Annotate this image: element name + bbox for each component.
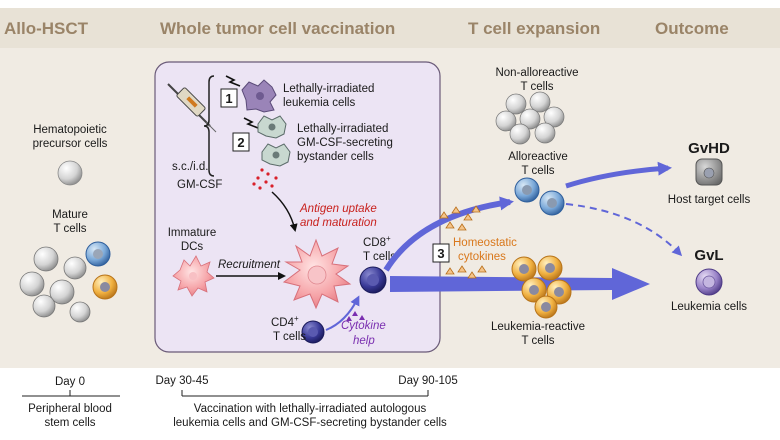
day30-label: Day 30-45 bbox=[155, 375, 208, 387]
cd4-label-2: T cells bbox=[273, 331, 306, 343]
leuk-reactive-label-2: T cells bbox=[521, 335, 554, 347]
allo-label-1: Alloreactive bbox=[508, 151, 567, 163]
homeo-label-1: Homeostatic bbox=[453, 237, 517, 249]
leukemia-reactive-cluster bbox=[511, 255, 572, 319]
step2-box bbox=[232, 132, 250, 152]
cd8-label-1: CD8+ bbox=[363, 234, 391, 249]
precursor-cell bbox=[57, 160, 83, 186]
cd8-label-2: T cells bbox=[363, 251, 396, 263]
cytokine-dots bbox=[346, 311, 365, 321]
gvl-label: GvL bbox=[694, 247, 723, 264]
mature-label-2: T cells bbox=[53, 223, 86, 235]
step1-label-a: Lethally-irradiated bbox=[283, 83, 374, 95]
mature-label-1: Mature bbox=[52, 209, 88, 221]
allo-label-2: T cells bbox=[521, 165, 554, 177]
help-label-1: Cytokine bbox=[341, 320, 386, 332]
help-label-2: help bbox=[353, 335, 375, 347]
homeostatic-cytokine-triangles bbox=[439, 205, 487, 279]
pbsc-label-2: stem cells bbox=[44, 417, 95, 429]
brace bbox=[203, 75, 215, 177]
mature-t-cell-cluster bbox=[19, 241, 118, 323]
dashed-arrow-to-gvl bbox=[565, 203, 683, 257]
gmcsf-label: GM-CSF bbox=[177, 179, 222, 191]
mature-dc-cell bbox=[282, 238, 352, 310]
bystander-cells bbox=[257, 115, 291, 167]
header-expansion: T cell expansion bbox=[468, 19, 600, 38]
antigen-label-2: and maturation bbox=[300, 217, 377, 229]
vaccination-label-2: leukemia cells and GM-CSF-secreting byst… bbox=[173, 417, 447, 429]
non-allo-label-1: Non-alloreactive bbox=[495, 67, 578, 79]
route-label: s.c./i.d. bbox=[172, 161, 208, 173]
host-label: Host target cells bbox=[668, 194, 751, 206]
gmcsf-arrow bbox=[271, 191, 298, 232]
precursor-label-2: precursor cells bbox=[33, 138, 108, 150]
gvhd-label: GvHD bbox=[688, 140, 730, 157]
non-allo-label-2: T cells bbox=[520, 81, 553, 93]
arrow-to-alloreactive bbox=[383, 196, 514, 272]
radiation-bolt-icon-2 bbox=[243, 117, 259, 129]
radiation-bolt-icon bbox=[225, 75, 241, 87]
gmcsf-dots bbox=[252, 168, 278, 190]
arrow-to-gvhd bbox=[565, 161, 672, 189]
header-band bbox=[0, 8, 780, 48]
day0-label: Day 0 bbox=[55, 376, 85, 388]
step3-box bbox=[432, 243, 450, 263]
antigen-label-1: Antigen uptake bbox=[299, 203, 377, 215]
step1-number: 1 bbox=[225, 91, 232, 106]
leukemia-label: Leukemia cells bbox=[671, 301, 747, 313]
precursor-label-1: Hematopoietic bbox=[33, 124, 107, 136]
cytokine-help-arrow bbox=[325, 295, 360, 331]
cd4-label-1: CD4+ bbox=[271, 314, 299, 329]
step1-label-b: leukemia cells bbox=[283, 97, 355, 109]
step2-label-c: bystander cells bbox=[297, 151, 374, 163]
leuk-reactive-label-1: Leukemia-reactive bbox=[491, 321, 585, 333]
homeo-label-2: cytokines bbox=[458, 251, 506, 263]
recruitment-label: Recruitment bbox=[218, 259, 281, 271]
step2-number: 2 bbox=[237, 135, 244, 150]
arrow-to-leukemia-reactive bbox=[390, 268, 650, 300]
immature-label-1: Immature bbox=[168, 227, 217, 239]
step2-label-b: GM-CSF-secreting bbox=[297, 137, 393, 149]
step3-number: 3 bbox=[437, 246, 444, 261]
header-vaccination: Whole tumor cell vaccination bbox=[160, 19, 395, 38]
alloreactive-cells bbox=[514, 177, 565, 216]
immature-label-2: DCs bbox=[181, 241, 204, 253]
vaccination-label-1: Vaccination with lethally-irradiated aut… bbox=[194, 403, 427, 415]
step2-label-a: Lethally-irradiated bbox=[297, 123, 388, 135]
day90-label: Day 90-105 bbox=[398, 375, 457, 387]
pbsc-label-1: Peripheral blood bbox=[28, 403, 112, 415]
non-alloreactive-cluster bbox=[495, 91, 565, 145]
header-outcome: Outcome bbox=[655, 19, 729, 38]
step1-box bbox=[220, 88, 238, 108]
header-allo-hsct: Allo-HSCT bbox=[4, 19, 89, 38]
